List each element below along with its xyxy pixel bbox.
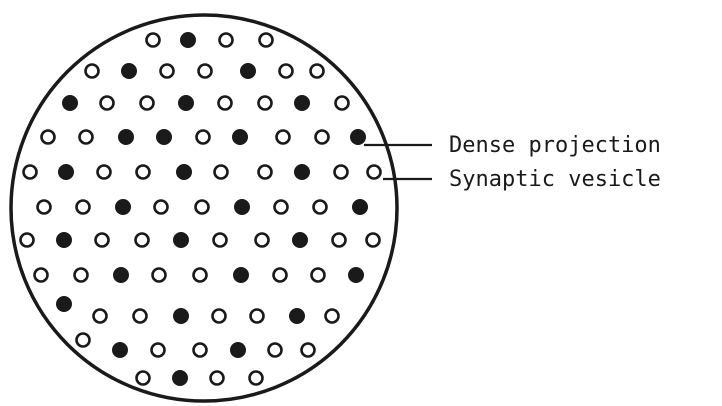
synaptic-vesicle-ring-17 (259, 97, 272, 110)
dense-projection-dot-66 (348, 267, 364, 283)
synaptic-vesicle-ring-10 (280, 65, 293, 78)
synaptic-vesicle-ring-58 (35, 269, 48, 282)
dense-projection-dot-33 (176, 164, 192, 180)
synaptic-vesicle-ring-43 (196, 201, 209, 214)
dense-projection-dot-41 (115, 199, 131, 215)
synaptic-vesicle-ring-65 (312, 269, 325, 282)
synaptic-vesicle-ring-29 (24, 166, 37, 179)
synaptic-vesicle-ring-35 (259, 166, 272, 179)
synaptic-vesicle-ring-42 (155, 201, 168, 214)
dense-projection-dot-6 (121, 63, 137, 79)
synaptic-vesicle-ring-85 (250, 372, 263, 385)
dense-projection-dot-67 (56, 296, 72, 312)
synaptic-vesicle-ring-68 (94, 310, 107, 323)
synaptic-vesicle-ring-13 (101, 97, 114, 110)
synaptic-vesicle-ring-75 (77, 334, 90, 347)
synaptic-vesicle-ring-45 (275, 201, 288, 214)
synaptic-vesicle-ring-56 (333, 234, 346, 247)
synaptic-vesicle-ring-61 (153, 269, 166, 282)
dense-projection-dot-55 (292, 232, 308, 248)
synaptic-vesicle-ring-8 (199, 65, 212, 78)
synaptic-vesicle-ring-74 (326, 310, 339, 323)
dense-projection-dot-23 (156, 129, 172, 145)
synaptic-vesicle-ring-72 (251, 310, 264, 323)
synaptic-vesicle-ring-38 (368, 166, 381, 179)
dense-projection-dot-83 (172, 370, 188, 386)
synaptic-vesicle-ring-57 (367, 234, 380, 247)
dense-projection-dot-36 (294, 164, 310, 180)
synaptic-vesicle-ring-5 (86, 65, 99, 78)
dense-projection-dot-76 (112, 342, 128, 358)
synaptic-vesicle-ring-19 (336, 97, 349, 110)
synaptic-vesicle-ring-77 (152, 344, 165, 357)
dense-projection-dot-63 (233, 267, 249, 283)
synaptic-vesicle-ring-21 (80, 131, 93, 144)
dense-projection-dot-44 (234, 199, 250, 215)
dense-projection-dot-52 (173, 232, 189, 248)
synaptic-vesicle-ring-3 (220, 34, 233, 47)
dense-projection-dot-60 (113, 267, 129, 283)
synaptic-vesicle-ring-84 (211, 372, 224, 385)
synaptic-vesicle-ring-82 (137, 372, 150, 385)
synaptic-vesicle-ring-64 (274, 269, 287, 282)
synaptic-vesicle-ring-32 (137, 166, 150, 179)
dense-projection-dot-2 (180, 32, 196, 48)
synaptic-vesicle-ring-37 (335, 166, 348, 179)
synaptic-vesicle-ring-14 (141, 97, 154, 110)
synaptic-vesicle-ring-50 (96, 234, 109, 247)
synaptic-vesicle-ring-27 (316, 131, 329, 144)
particle-layer (21, 32, 381, 386)
synaptic-vesicle-ring-16 (219, 97, 232, 110)
synaptic-vesicle-ring-31 (98, 166, 111, 179)
synaptic-vesicle-ring-78 (194, 344, 207, 357)
dense-projection-dot-47 (352, 199, 368, 215)
dense-projection-dot-9 (240, 63, 256, 79)
dense-projection-dot-30 (58, 164, 74, 180)
synaptic-vesicle-ring-62 (194, 269, 207, 282)
synaptic-vesicle-ring-34 (215, 166, 228, 179)
dense-projection-dot-15 (178, 95, 194, 111)
synaptic-vesicle-ring-4 (260, 34, 273, 47)
dense-projection-dot-25 (232, 129, 248, 145)
synaptic-vesicle-ring-53 (214, 234, 227, 247)
synaptic-vesicle-ring-80 (269, 344, 282, 357)
synaptic-vesicle-ring-7 (161, 65, 174, 78)
synaptic-vesicle-ring-69 (134, 310, 147, 323)
synaptic-vesicle-ring-46 (314, 201, 327, 214)
synaptic-vesicle-ring-51 (136, 234, 149, 247)
synaptic-vesicle-ring-11 (311, 65, 324, 78)
dense-projection-dot-22 (118, 129, 134, 145)
synaptic-vesicle-ring-1 (147, 34, 160, 47)
dense-projection-dot-49 (56, 232, 72, 248)
dense-projection-dot-70 (173, 308, 189, 324)
synaptic-vesicle-ring-20 (42, 131, 55, 144)
synaptic-vesicle-ring-26 (277, 131, 290, 144)
dense-projection-label: Dense projection (449, 133, 661, 158)
synaptic-vesicle-ring-59 (75, 269, 88, 282)
synaptic-vesicle-ring-40 (77, 201, 90, 214)
synaptic-vesicle-label: Synaptic vesicle (449, 167, 661, 192)
synaptic-vesicle-ring-54 (256, 234, 269, 247)
dense-projection-dot-12 (62, 95, 78, 111)
synaptic-vesicle-ring-39 (38, 201, 51, 214)
dense-projection-dot-18 (294, 95, 310, 111)
synaptic-vesicle-ring-71 (213, 310, 226, 323)
dense-projection-dot-73 (289, 308, 305, 324)
dense-projection-dot-28 (350, 129, 366, 145)
synaptic-vesicle-ring-81 (302, 344, 315, 357)
synaptic-vesicle-ring-48 (21, 234, 34, 247)
dense-projection-dot-79 (230, 342, 246, 358)
synaptic-vesicle-ring-24 (197, 131, 210, 144)
